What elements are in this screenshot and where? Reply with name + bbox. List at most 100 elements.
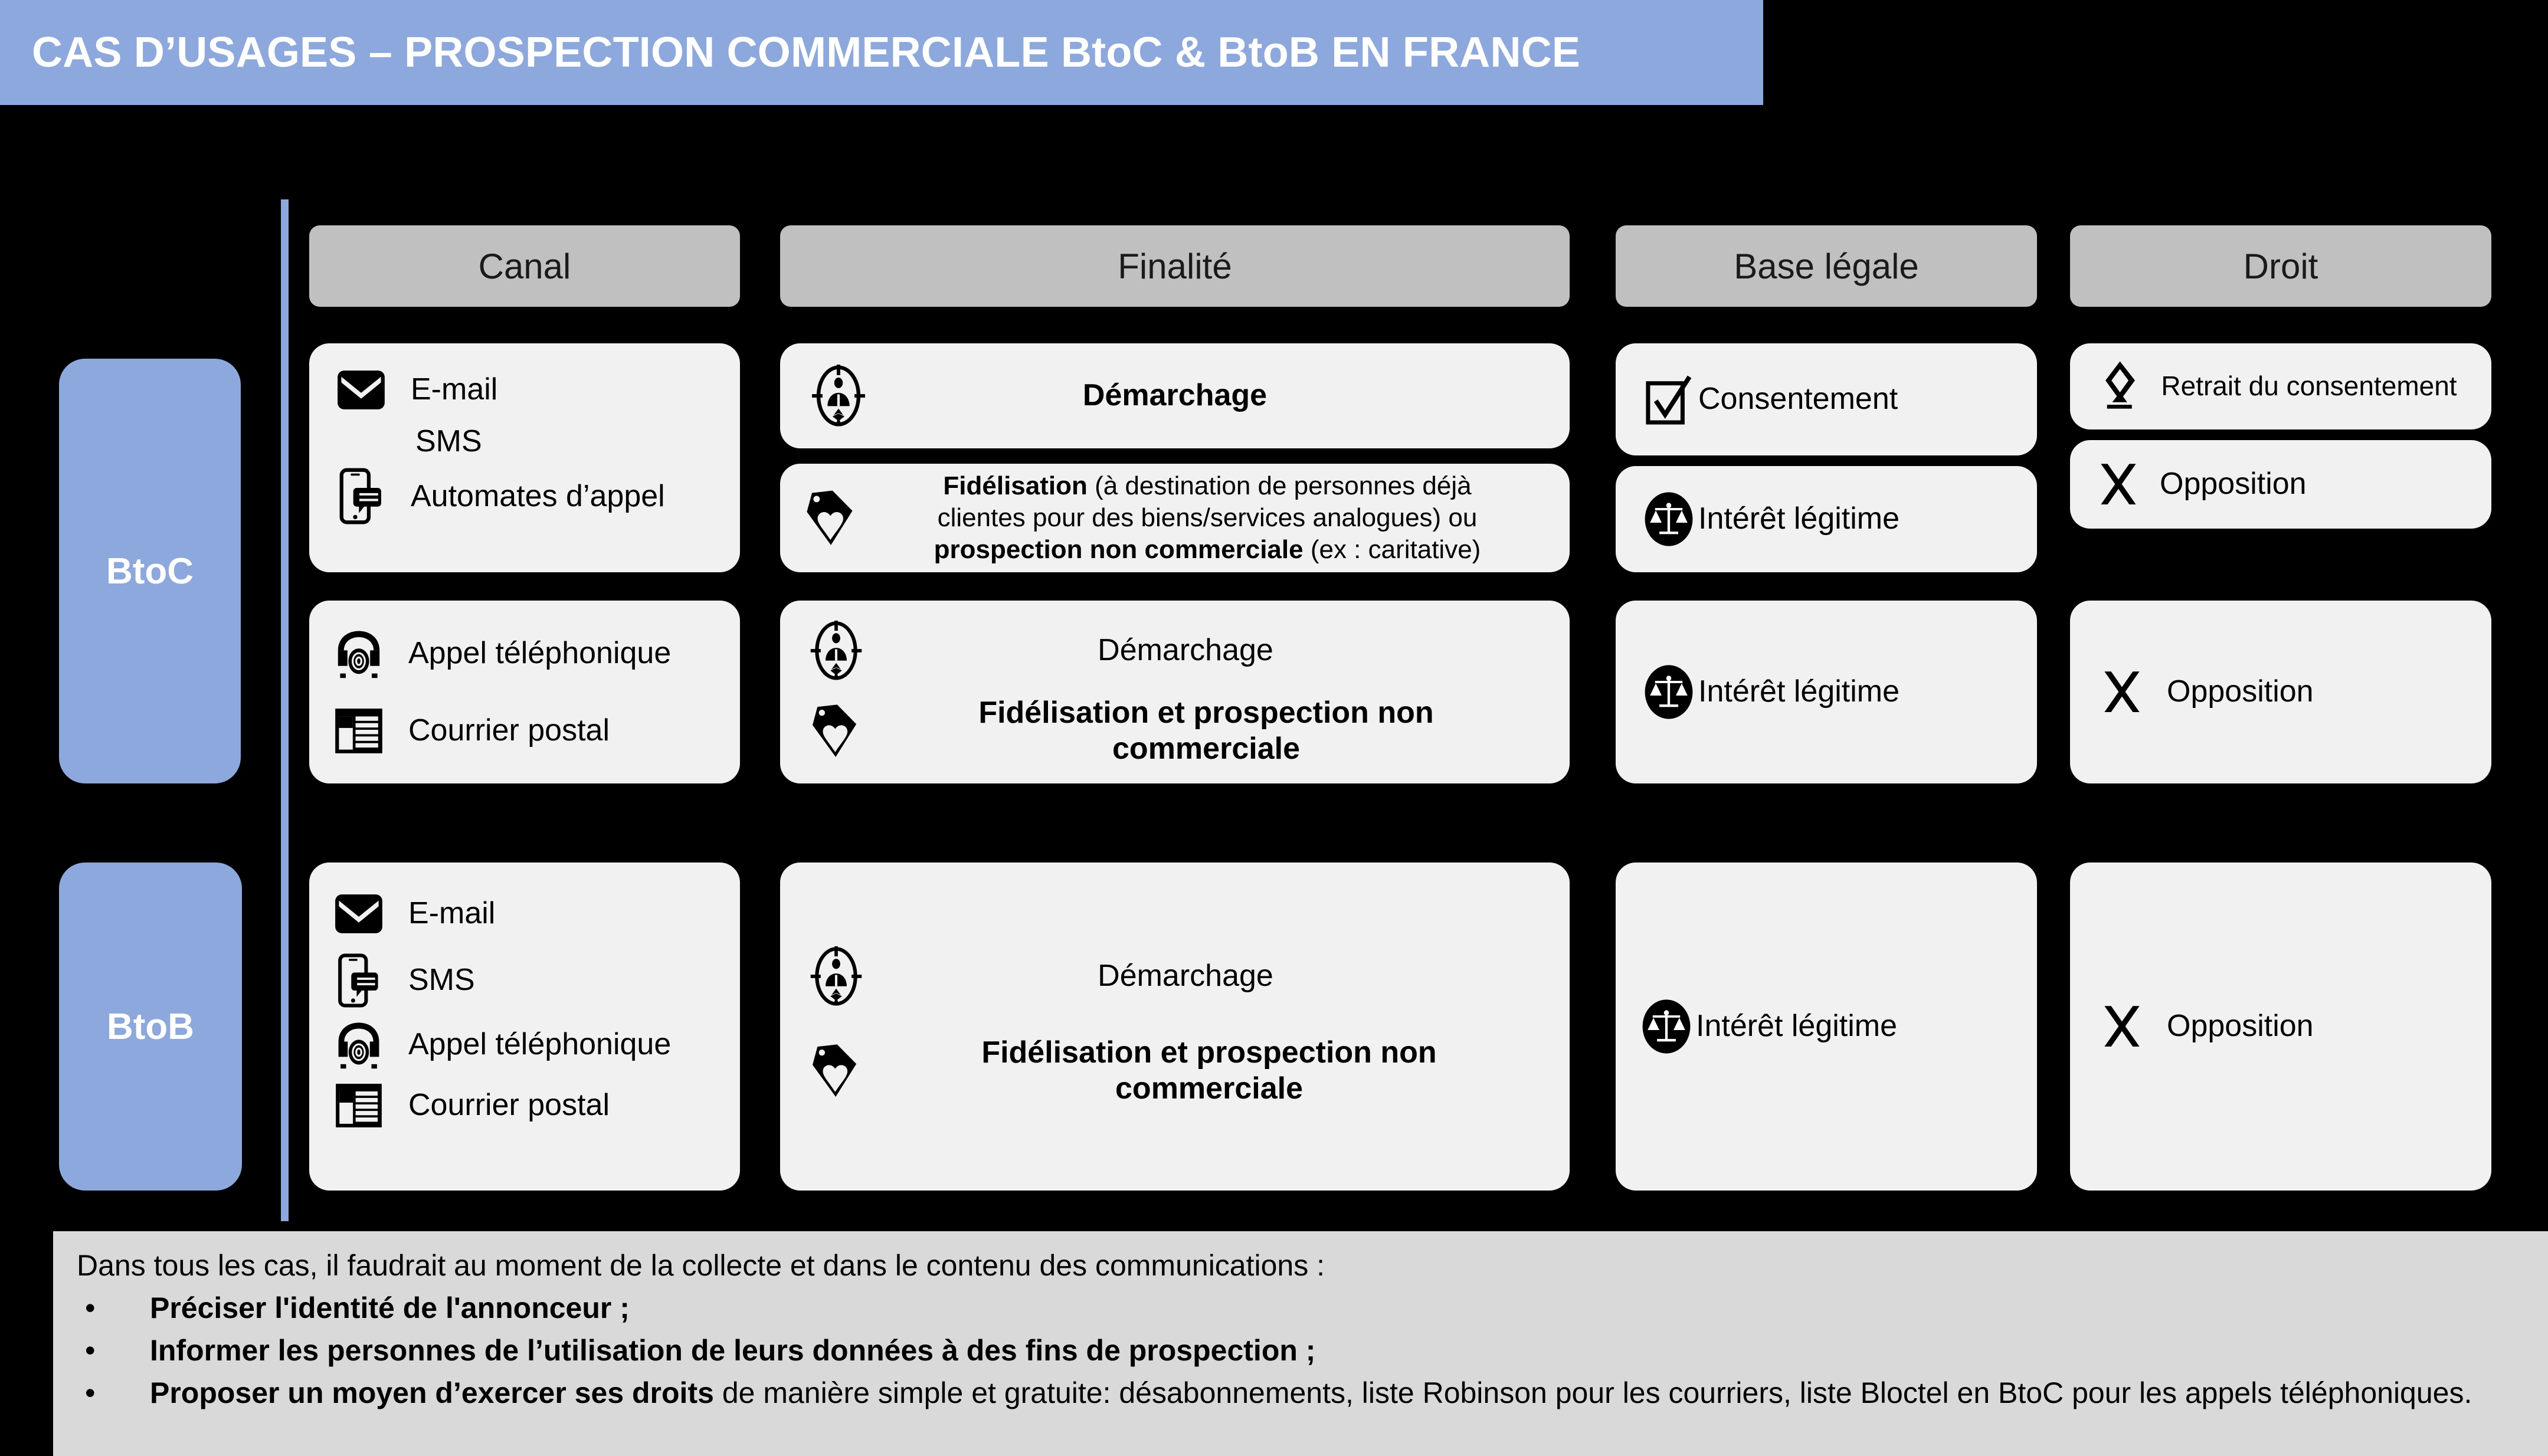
column-header-label: Canal <box>478 246 571 286</box>
envelope-icon <box>333 369 389 411</box>
letter-icon <box>330 707 387 755</box>
telephone-icon <box>330 628 387 680</box>
channel-label: Automates d’appel <box>411 478 665 513</box>
column-header-droit: Droit <box>2070 225 2491 307</box>
card-btoc1-base-consentement[interactable]: Consentement <box>1616 343 2037 455</box>
channel-item: Appel téléphonique <box>330 628 719 680</box>
segment-badge-label: BtoB <box>106 1006 195 1047</box>
base-legale-label: Intérêt légitime <box>1696 1009 1898 1044</box>
finalite-item: Démarchage <box>804 946 1546 1006</box>
droit-label: Retrait du consentement <box>2161 370 2457 402</box>
channel-item: E-mail <box>333 369 716 411</box>
card-btoc2-finalite[interactable]: Démarchage Fidélisation et prospection n… <box>780 601 1570 783</box>
tag-heart-icon <box>804 701 869 760</box>
scales-circle-icon <box>1639 491 1698 547</box>
finalite-rest-3: (ex : caritative) <box>1303 534 1481 564</box>
channel-item: SMS <box>330 953 719 1008</box>
footer-list-item: • Proposer un moyen d’exercer ses droits… <box>77 1374 2524 1412</box>
footer-note: Dans tous les cas, il faudrait au moment… <box>53 1231 2548 1456</box>
x-cross-icon <box>2090 462 2147 507</box>
card-btoc2-canal[interactable]: Appel téléphonique Courrier postal <box>309 601 740 783</box>
footer-bullet: • <box>85 1334 96 1367</box>
finalite-item: Fidélisation et prospection non commerci… <box>804 695 1546 768</box>
title-bar: CAS D’USAGES – PROSPECTION COMMERCIALE B… <box>0 0 1763 105</box>
footer-list-item: • Informer les personnes de l’utilisatio… <box>77 1332 2524 1369</box>
finalite-item: Fidélisation et prospection non commerci… <box>804 1035 1546 1107</box>
channel-label: Courrier postal <box>408 713 610 748</box>
page-title: CAS D’USAGES – PROSPECTION COMMERCIALE B… <box>32 29 1581 76</box>
finalite-item: Démarchage <box>804 621 1546 681</box>
card-btoc1-finalite-demarchage[interactable]: Démarchage <box>780 343 1570 448</box>
envelope-icon <box>330 893 387 934</box>
finalite-rest-1: (à destination de personnes déjà <box>1087 471 1472 501</box>
footer-list-item: • Préciser l'identité de l'annonceur ; <box>77 1289 2524 1327</box>
phone-message-icon <box>330 953 387 1008</box>
card-btoc1-finalite-fidelisation[interactable]: Fidélisation (à destination de personnes… <box>780 464 1570 572</box>
base-legale-label: Intérêt légitime <box>1698 501 1900 536</box>
card-btoc2-base-legale[interactable]: Intérêt légitime <box>1616 601 2037 783</box>
card-btoc1-droit-opposition[interactable]: Opposition <box>2070 440 2491 529</box>
finalite-bold-1: Fidélisation <box>943 471 1088 501</box>
base-legale-label: Intérêt légitime <box>1698 674 1900 709</box>
x-cross-icon <box>2094 670 2150 714</box>
card-btob-canal[interactable]: E-mail SMS <box>309 863 740 1191</box>
channel-label: E-mail <box>411 372 498 407</box>
target-person-icon <box>806 365 871 427</box>
channel-label: SMS <box>408 963 475 998</box>
finalite-label: Fidélisation et prospection non commerci… <box>978 696 1434 766</box>
card-btoc1-droit-retrait[interactable]: Retrait du consentement <box>2070 343 2491 429</box>
droit-label: Opposition <box>2167 1009 2314 1044</box>
channel-item: Appel téléphonique <box>330 1019 719 1070</box>
finalite-label: Fidélisation (à destination de personnes… <box>864 470 1551 565</box>
footer-item-rest: de manière simple et gratuite: désabonne… <box>713 1376 2472 1409</box>
finalite-label: Démarchage <box>1098 958 1273 993</box>
finalite-bold-3: prospection non commerciale <box>934 534 1304 564</box>
vertical-divider <box>281 199 289 1221</box>
phone-message-icon <box>333 468 389 524</box>
card-btoc1-base-interet[interactable]: Intérêt légitime <box>1616 466 2037 572</box>
channel-label: Appel téléphonique <box>408 1027 672 1062</box>
card-btoc2-droit[interactable]: Opposition <box>2070 601 2491 783</box>
channel-item: Automates d’appel <box>333 468 716 524</box>
letter-icon <box>330 1082 387 1129</box>
finalite-label: Fidélisation et prospection non commerci… <box>981 1035 1437 1106</box>
tag-heart-icon <box>804 1041 869 1100</box>
checkbox-check-icon <box>1639 374 1698 425</box>
scales-circle-icon <box>1639 664 1698 720</box>
card-btob-droit[interactable]: Opposition <box>2070 863 2491 1191</box>
x-cross-icon <box>2094 1004 2150 1049</box>
footer-bullet: • <box>85 1376 96 1409</box>
footer-item-text: Préciser l'identité de l'annonceur ; <box>150 1289 2524 1327</box>
card-btob-finalite[interactable]: Démarchage Fidélisation et prospection n… <box>780 863 1570 1191</box>
finalite-line-2: clientes pour des biens/services analogu… <box>937 503 1478 533</box>
channel-label: Courrier postal <box>408 1088 610 1123</box>
target-person-icon <box>804 946 869 1006</box>
target-person-icon <box>804 621 869 681</box>
column-header-label: Droit <box>2243 246 2318 286</box>
column-header-base-legale: Base légale <box>1616 225 2037 307</box>
channel-item: Courrier postal <box>330 707 719 755</box>
footer-item-bold: Informer les personnes de l’utilisation … <box>150 1334 1316 1367</box>
channel-item: SMS <box>333 424 716 460</box>
segment-badge-btob: BtoB <box>59 863 242 1191</box>
finalite-label: Démarchage <box>1082 378 1268 413</box>
channel-label: Appel téléphonique <box>408 636 672 671</box>
droit-label: Opposition <box>2167 674 2314 709</box>
footer-bullet: • <box>85 1291 96 1324</box>
segment-badge-btoc: BtoC <box>59 359 241 783</box>
footer-item-text: Proposer un moyen d’exercer ses droits d… <box>150 1374 2524 1412</box>
segment-badge-label: BtoC <box>106 550 194 592</box>
column-header-label: Finalité <box>1118 246 1232 286</box>
finalite-label: Démarchage <box>1098 633 1273 668</box>
channel-label: E-mail <box>408 896 496 931</box>
channel-item: E-mail <box>330 893 719 934</box>
channel-label: SMS <box>415 424 482 458</box>
scales-circle-icon <box>1637 998 1696 1055</box>
column-header-label: Base légale <box>1734 246 1919 286</box>
card-btoc1-canal[interactable]: E-mail SMS Automates d’appel <box>309 343 740 572</box>
droit-label: Opposition <box>2160 467 2307 501</box>
footer-lead: Dans tous les cas, il faudrait au moment… <box>77 1249 1325 1282</box>
telephone-icon <box>330 1019 387 1070</box>
column-header-finalite: Finalité <box>780 225 1570 307</box>
card-btob-base-legale[interactable]: Intérêt légitime <box>1616 863 2037 1191</box>
